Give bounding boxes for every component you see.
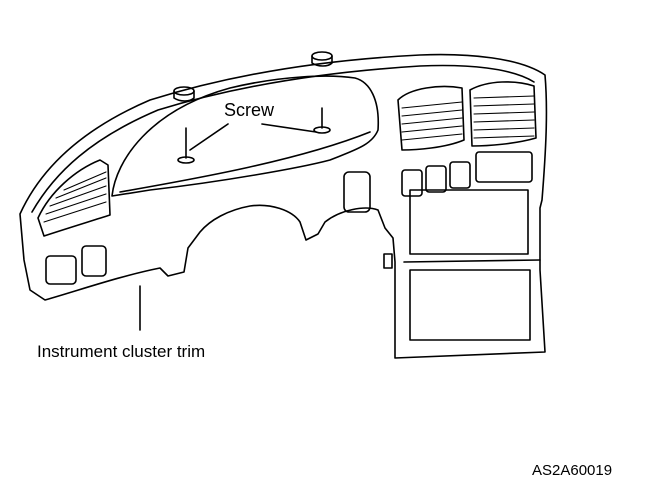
audio-opening-upper <box>410 190 528 254</box>
center-switch-2 <box>426 166 446 192</box>
right-vent-2 <box>470 82 536 146</box>
right-vent-1 <box>398 87 464 151</box>
center-switch-blank <box>344 172 370 212</box>
right-vent-2-louvres <box>474 96 534 138</box>
side-clip <box>384 254 392 268</box>
trim-outline <box>20 55 546 358</box>
left-switch-blank-1 <box>46 256 76 284</box>
left-vent <box>38 160 110 236</box>
screw-left <box>178 128 194 163</box>
screw-leader-right <box>262 124 316 132</box>
screw-callout-label: Screw <box>224 100 275 120</box>
left-vent-louvres <box>44 172 106 222</box>
right-vent-1-louvres <box>402 102 462 140</box>
cluster-opening <box>112 76 378 196</box>
screw-right <box>314 108 330 133</box>
boss-left <box>174 87 194 95</box>
left-switch-blank-2 <box>82 246 106 276</box>
screw-leader-left <box>190 124 228 150</box>
center-switch-1 <box>402 170 422 196</box>
figure-code: AS2A60019 <box>532 462 613 479</box>
boss-right <box>312 52 332 60</box>
center-display-blank <box>476 152 532 182</box>
audio-opening-lower <box>410 270 530 340</box>
trim-inner-rim <box>32 66 534 212</box>
instrument-cluster-trim-label: Instrument cluster trim <box>37 342 206 361</box>
center-switch-3 <box>450 162 470 188</box>
